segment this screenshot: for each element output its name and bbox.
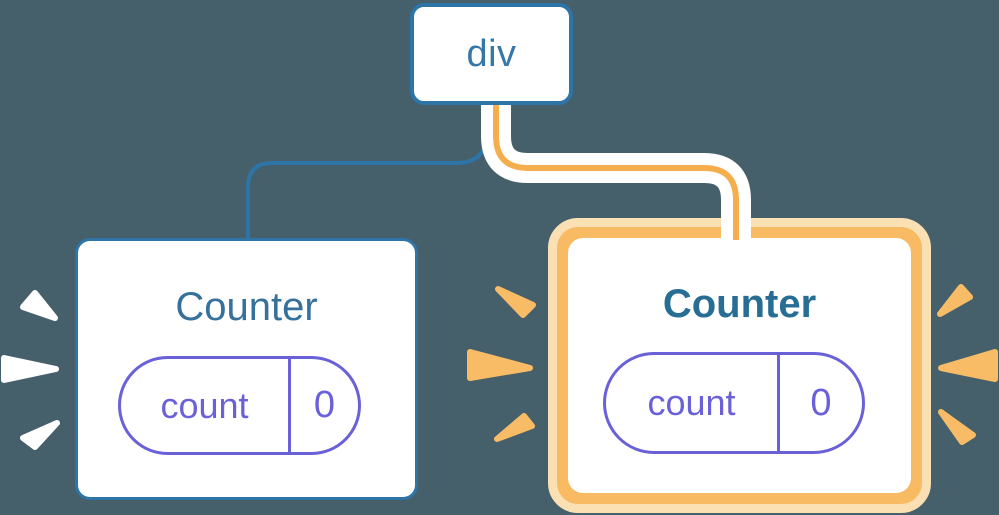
burst-wedge — [20, 290, 58, 321]
component-title: Counter — [662, 282, 817, 326]
component-node-counter-highlighted: Counter count 0 — [548, 218, 931, 513]
burst-wedge — [938, 349, 998, 382]
burst-wedge — [494, 413, 535, 442]
burst-wedge — [20, 420, 60, 450]
burst-marks-middle — [467, 286, 536, 442]
burst-marks-right — [937, 284, 998, 445]
burst-wedge — [937, 284, 973, 317]
burst-marks-left — [1, 290, 60, 450]
connector-left-edge — [246, 104, 489, 240]
burst-wedge — [938, 409, 976, 445]
state-pill: count 0 — [603, 352, 865, 454]
card-surface: Counter count 0 — [568, 238, 911, 493]
dom-node-label: div — [466, 32, 517, 75]
dom-node-div: div — [410, 3, 573, 105]
component-node-counter: Counter count 0 — [75, 238, 418, 500]
state-key: count — [606, 355, 780, 451]
state-pill: count 0 — [118, 356, 361, 455]
state-value: 0 — [313, 384, 336, 426]
state-key: count — [121, 359, 291, 452]
state-value: 0 — [810, 381, 832, 424]
burst-wedge — [467, 349, 533, 381]
burst-wedge — [495, 286, 536, 318]
burst-wedge — [1, 355, 59, 383]
component-title: Counter — [175, 285, 318, 329]
